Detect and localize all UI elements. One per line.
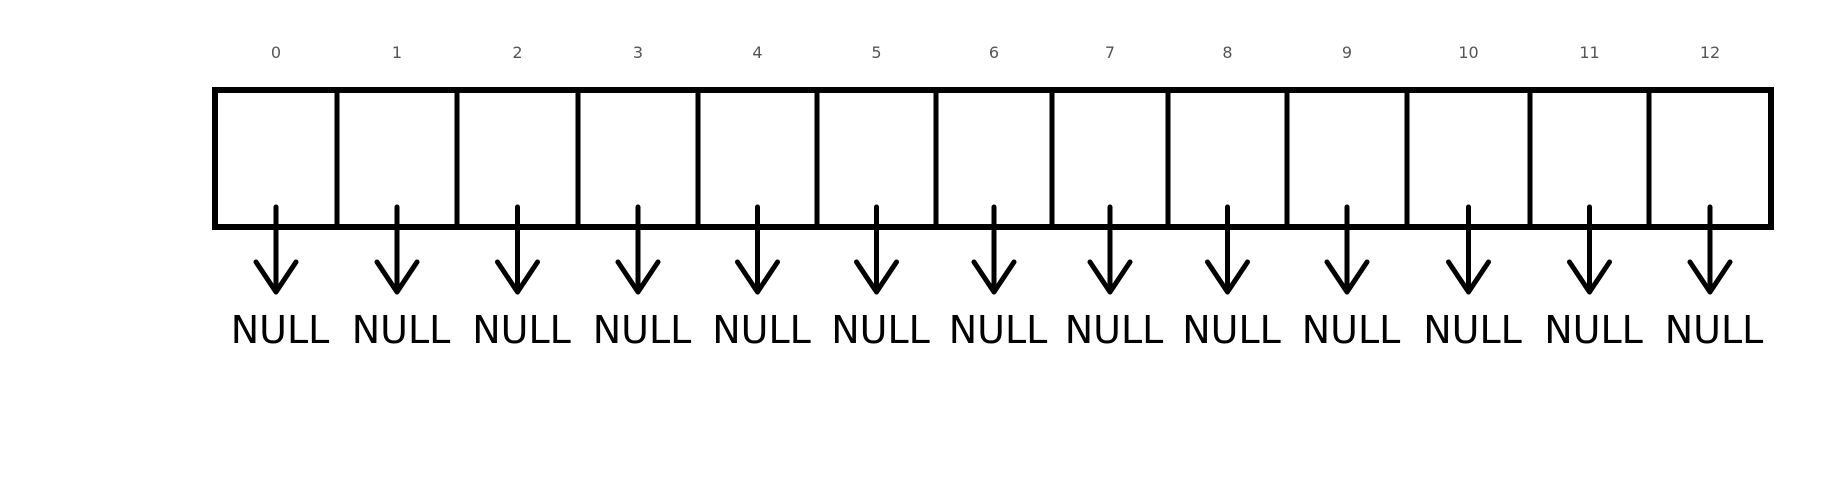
bucket-index-label: 0: [271, 43, 281, 62]
bucket-index-label: 6: [989, 43, 999, 62]
arrow-down-icon: [1446, 204, 1491, 295]
null-pointer-label: NULL: [472, 308, 571, 352]
bucket-index-label: 12: [1700, 43, 1720, 62]
arrow-down-icon: [854, 204, 899, 295]
null-pointer-label: NULL: [1182, 308, 1281, 352]
null-pointer-label: NULL: [1423, 308, 1522, 352]
null-pointer-label: NULL: [1544, 308, 1643, 352]
arrow-down-icon: [1567, 204, 1612, 295]
null-pointer-label: NULL: [1302, 308, 1401, 352]
arrow-down-icon: [1087, 204, 1133, 295]
null-pointer-label: NULL: [1065, 308, 1164, 352]
bucket-index-label: 9: [1342, 43, 1352, 62]
bucket-index-label: 3: [633, 43, 643, 62]
null-pointer-label: NULL: [231, 308, 330, 352]
bucket-index-label: 2: [512, 43, 522, 62]
bucket-index-label: 10: [1458, 43, 1478, 62]
bucket-index-label: 8: [1222, 43, 1232, 62]
arrow-down-icon: [1324, 204, 1370, 295]
bucket-box: [1165, 87, 1290, 230]
arrow-down-icon: [1205, 204, 1250, 295]
null-pointer-label: NULL: [712, 308, 811, 352]
null-pointer-label: NULL: [1665, 308, 1764, 352]
bucket-index-label: 7: [1105, 43, 1115, 62]
null-pointer-label: NULL: [593, 308, 692, 352]
arrow-down-icon: [971, 204, 1017, 295]
arrow-down-icon: [1687, 204, 1733, 295]
bucket-index-label: 1: [392, 43, 402, 62]
null-pointer-label: NULL: [352, 308, 451, 352]
arrow-down-icon: [374, 204, 420, 295]
bucket-index-label: 11: [1579, 43, 1599, 62]
arrow-down-icon: [615, 204, 661, 295]
null-pointer-label: NULL: [831, 308, 930, 352]
bucket-array: 0NULL1NULL2NULL3NULL4NULL5NULL6NULL7NULL…: [212, 43, 1774, 352]
bucket-index-label: 5: [871, 43, 881, 62]
arrow-down-icon: [253, 204, 299, 295]
array-frame: [212, 87, 1774, 230]
bucket-box: [933, 87, 1055, 230]
arrow-down-icon: [495, 204, 540, 295]
null-pointer-label: NULL: [949, 308, 1048, 352]
bucket-index-label: 4: [752, 43, 762, 62]
arrow-down-icon: [735, 204, 780, 295]
